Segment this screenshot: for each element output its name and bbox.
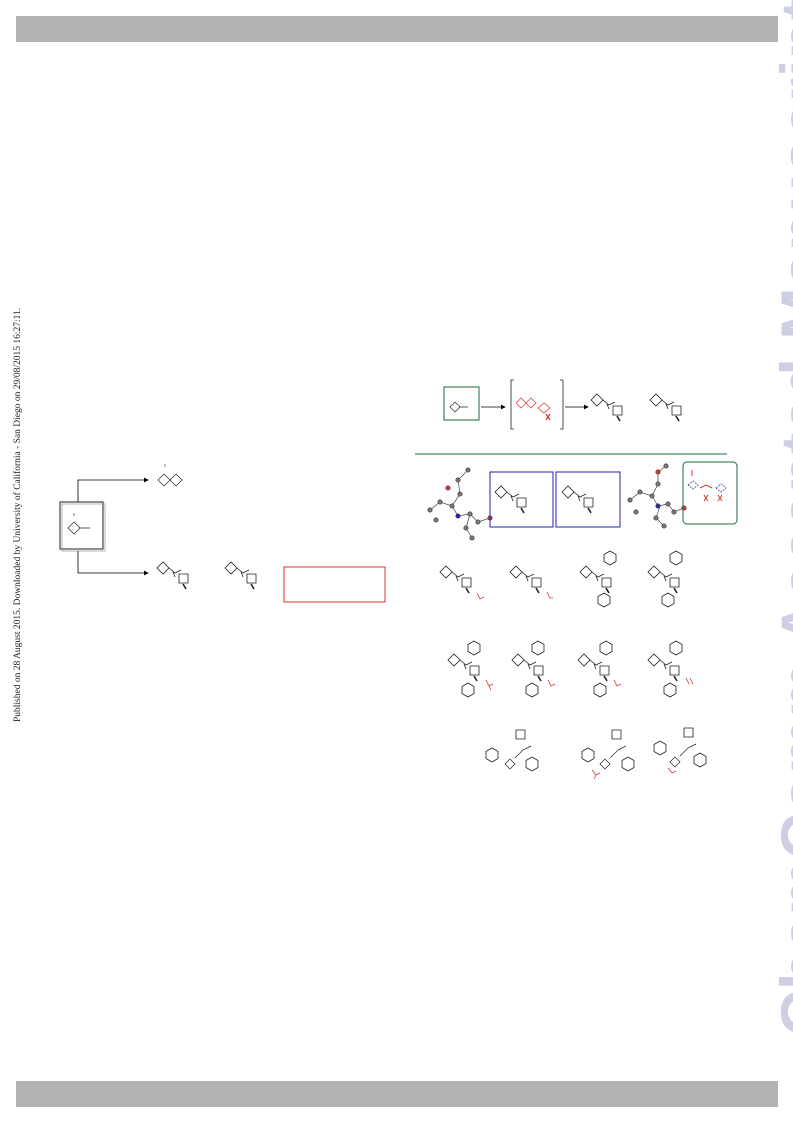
left-scheme [59, 464, 386, 603]
lower-product-2 [225, 562, 256, 589]
blue-box-2 [555, 471, 621, 528]
upper-arrow [77, 477, 149, 502]
product-row-2 [448, 640, 694, 698]
xray-structures [427, 461, 738, 541]
green-start-box [443, 386, 480, 421]
red-highlight-box [283, 566, 386, 603]
green-box-right [682, 461, 738, 525]
product-row-1 [440, 550, 683, 608]
spiro-product [157, 473, 183, 487]
product-row-3 [485, 727, 707, 780]
blue-box-1 [489, 471, 554, 528]
starting-material-box [59, 501, 104, 550]
lower-product-1 [157, 562, 188, 589]
top-right-scheme [443, 379, 681, 430]
lower-arrow [77, 551, 149, 576]
header-bar [16, 16, 778, 42]
footer-bar [16, 1081, 778, 1107]
intermediate-brackets [510, 379, 564, 430]
